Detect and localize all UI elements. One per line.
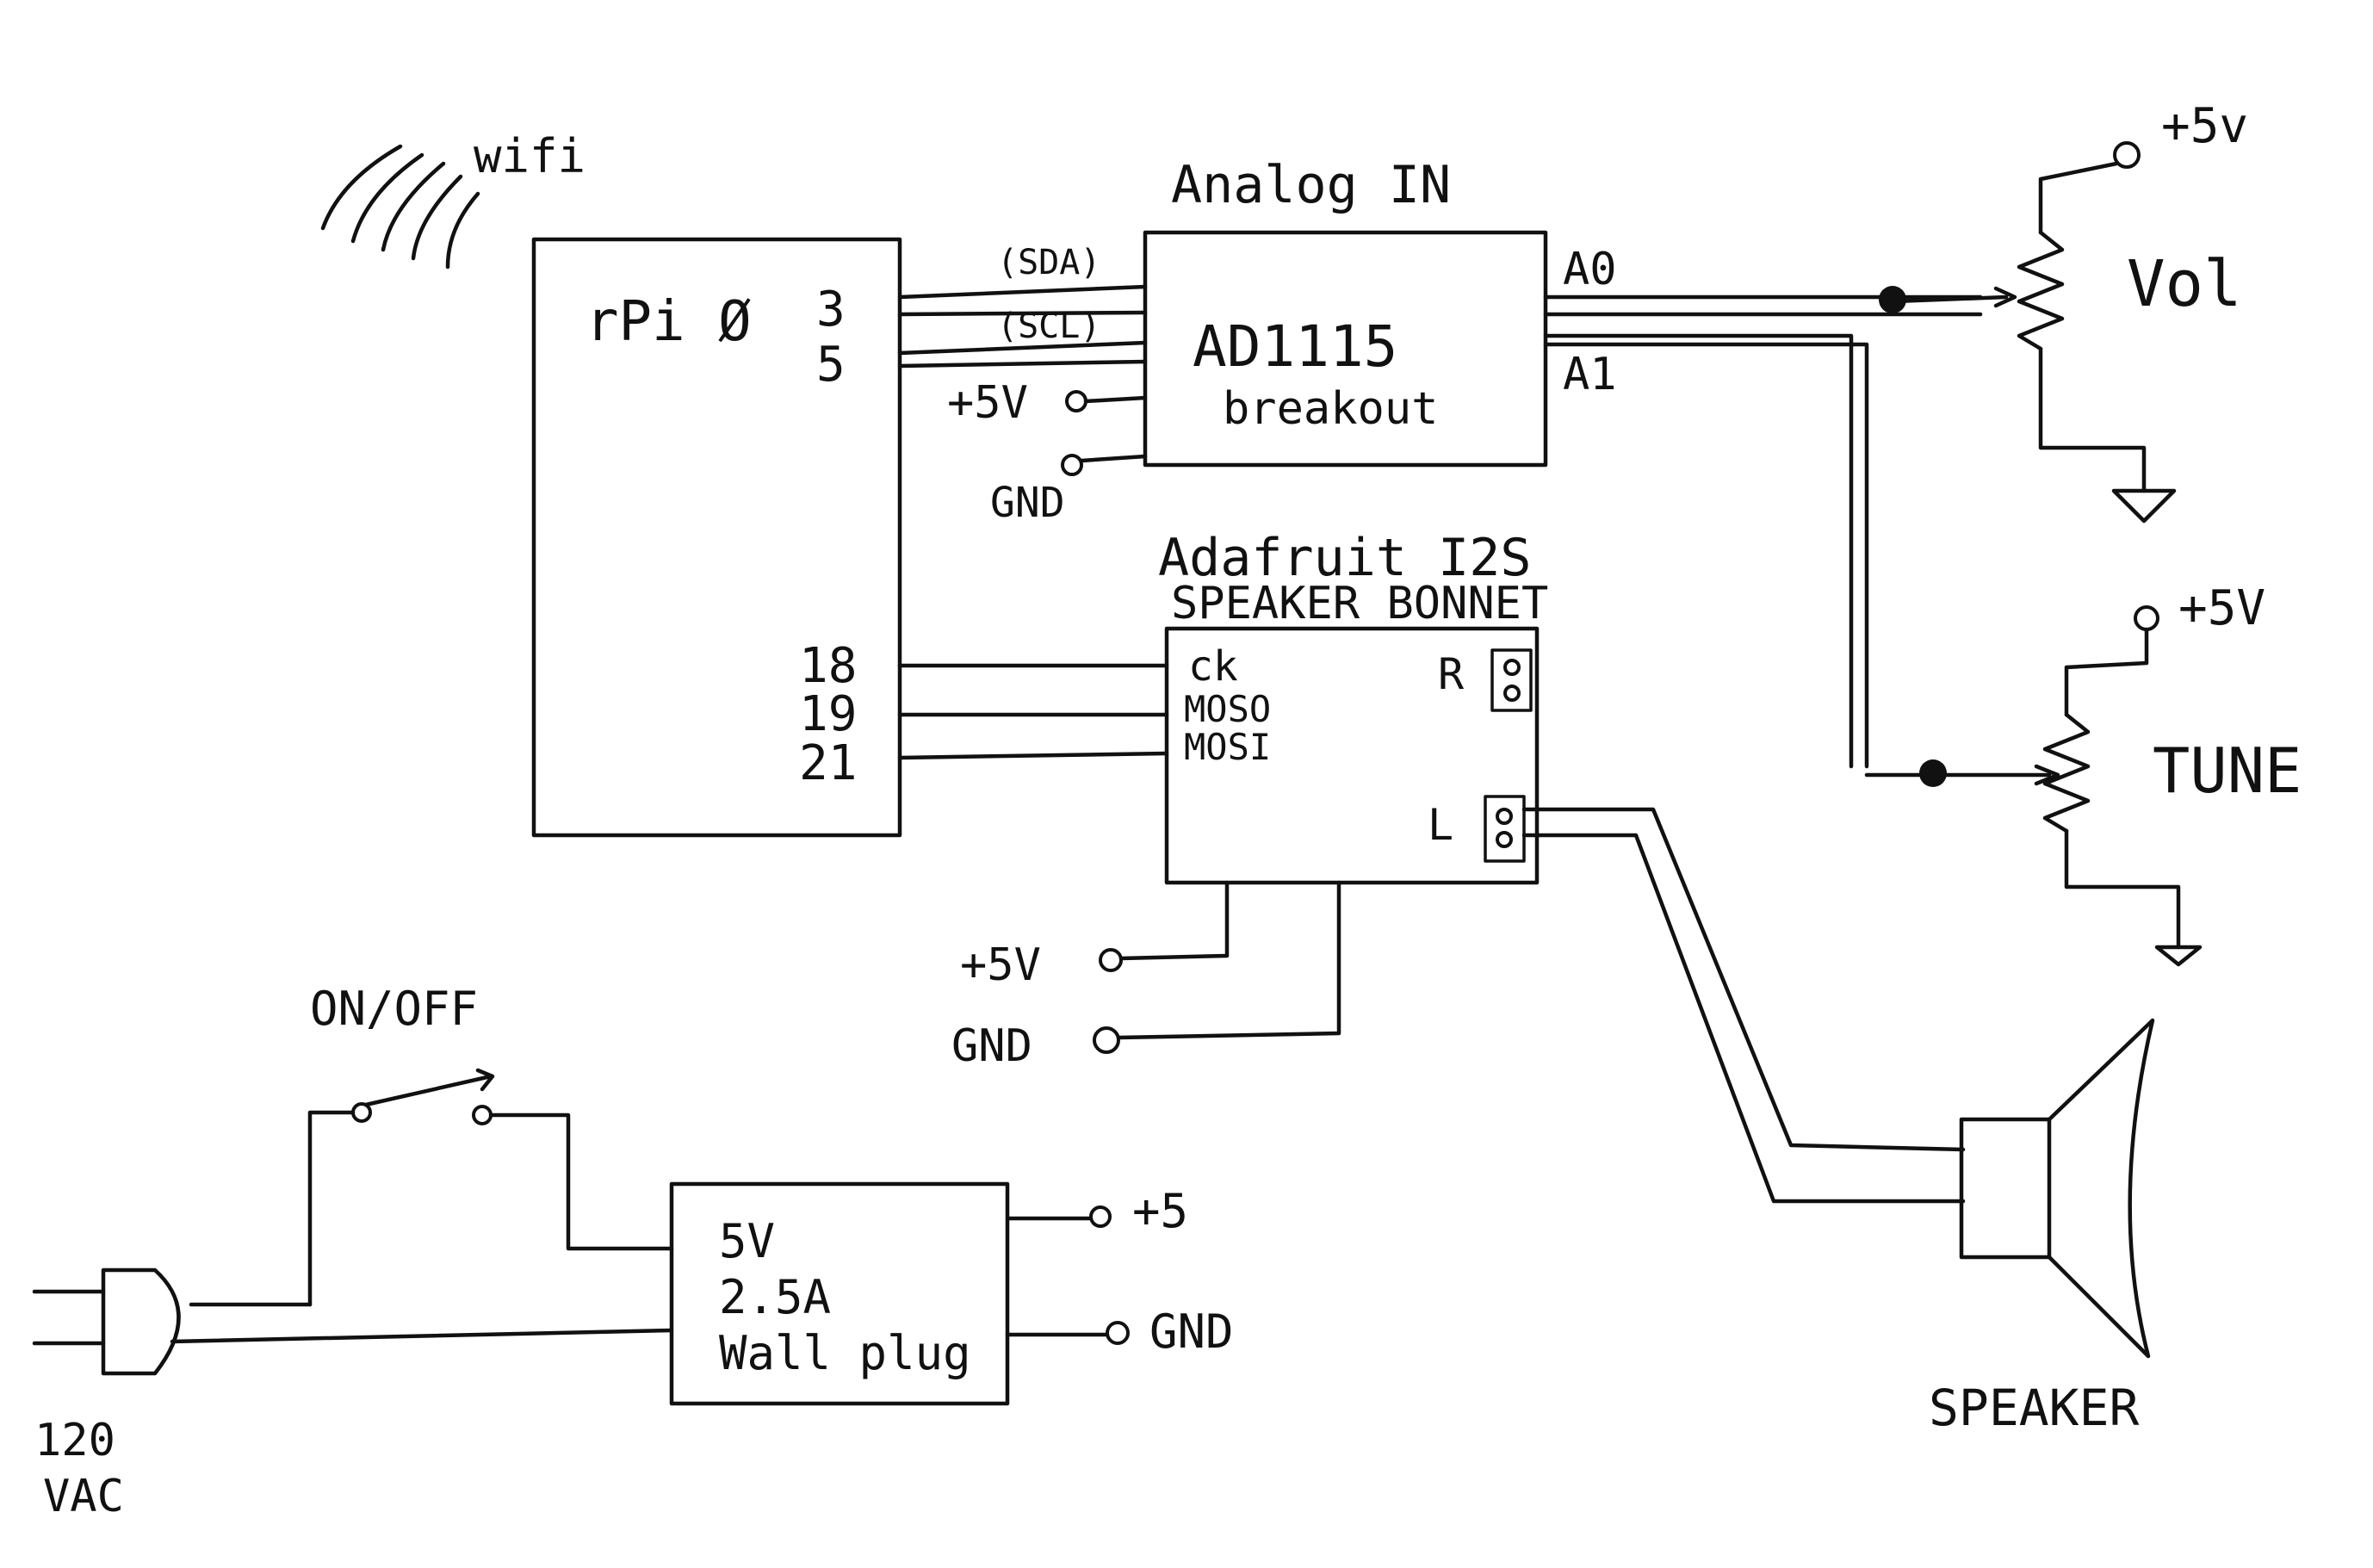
vol-label: Vol (2127, 247, 2242, 321)
mains-plug-icon (32, 1267, 674, 1376)
scl-label: (SCL) (997, 307, 1100, 346)
switch-label: ON/OFF (310, 982, 478, 1036)
bonnet-gnd-wire (1116, 880, 1341, 1040)
adc-out-a1: A1 (1563, 349, 1617, 400)
adc-gnd-label: GND (990, 479, 1065, 527)
adc-vcc-terminal (1065, 390, 1087, 412)
rpi-pin-5: 5 (816, 337, 846, 393)
supply-line-2: 2.5A (719, 1270, 831, 1324)
i2s-wires (897, 663, 1169, 760)
rpi-pin-18: 18 (799, 638, 857, 694)
bonnet-r-connector (1490, 648, 1533, 712)
bonnet-pin-ck: ck (1188, 642, 1238, 691)
supply-plus-terminal (1089, 1205, 1112, 1228)
tune-supply-label: +5V (2178, 580, 2265, 636)
adc-out-a0: A0 (1563, 244, 1617, 295)
vol-potentiometer (2017, 141, 2177, 524)
wifi-label: wifi (474, 129, 586, 183)
vol-supply-label: +5v (2161, 98, 2248, 154)
speaker-icon (1959, 1018, 2155, 1359)
mains-label-1: 120 (34, 1415, 115, 1466)
supply-line-1: 5V (719, 1214, 775, 1268)
on-off-switch (307, 1068, 674, 1307)
bonnet-vcc-terminal (1099, 948, 1123, 972)
bonnet-pin-moso: MOSO (1184, 688, 1271, 730)
bonnet-l-connector (1484, 795, 1526, 863)
adc-sub: breakout (1223, 383, 1438, 435)
speaker-wires (1521, 807, 1966, 1204)
analog-in-heading: Analog IN (1171, 155, 1451, 215)
supply-gnd-label: GND (1149, 1305, 1234, 1359)
tune-label: TUNE (2153, 734, 2302, 807)
bonnet-l-label: L (1428, 800, 1453, 850)
analog-wires (1543, 286, 2060, 787)
adc-vcc-wire (1083, 395, 1148, 404)
wall-plug-supply (669, 1181, 1010, 1406)
mains-label-2: VAC (43, 1471, 124, 1522)
bonnet-title: Adafruit I2S (1158, 528, 1531, 588)
bonnet-vcc-label: +5V (960, 939, 1041, 991)
speaker-label: SPEAKER (1929, 1379, 2140, 1437)
adc-breakout (1143, 230, 1548, 468)
rpi-pin-21: 21 (799, 735, 857, 791)
sda-label: (SDA) (997, 243, 1100, 282)
rpi-label: rPi Ø (586, 290, 752, 354)
i2c-wires (897, 284, 1148, 369)
adc-name: AD1115 (1193, 313, 1397, 380)
wifi-icon (320, 144, 480, 270)
bonnet-gnd-label: GND (951, 1020, 1032, 1072)
bonnet-vcc-wire (1118, 880, 1230, 961)
rpi-pin-19: 19 (799, 686, 857, 742)
supply-line-3: Wall plug (719, 1326, 971, 1380)
tune-potentiometer (2042, 605, 2203, 967)
bonnet-subtitle: SPEAKER BONNET (1171, 578, 1548, 629)
rpi-board (531, 237, 902, 838)
bonnet-pin-mosi: MOSI (1184, 726, 1271, 768)
supply-plus-label: +5 (1132, 1184, 1188, 1238)
speaker-bonnet (1164, 626, 1540, 885)
bonnet-gnd-terminal (1093, 1026, 1120, 1054)
rpi-pin-3: 3 (816, 282, 846, 338)
adc-vcc-label: +5V (947, 377, 1028, 429)
adc-gnd-terminal (1061, 454, 1083, 476)
adc-gnd-wire (1079, 454, 1148, 463)
supply-gnd-terminal (1106, 1321, 1130, 1345)
bonnet-r-label: R (1438, 649, 1465, 699)
